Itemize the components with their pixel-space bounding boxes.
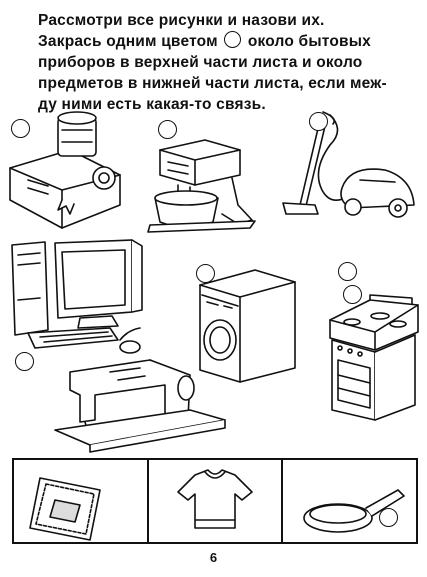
circle-symbol-icon (224, 31, 242, 48)
answer-circle-frying-pan[interactable] (379, 508, 398, 527)
sweater-icon (177, 469, 253, 529)
instruction-line-2: Закрась одним цветом около бытовых (38, 31, 408, 52)
instruction-line-1: Рассмотри все рисунки и назови их. (38, 12, 325, 29)
answer-circle-sewing-machine[interactable] (15, 352, 34, 371)
instruction-line-4: предметов в нижней части листа, если меж… (38, 75, 387, 92)
stove-icon (329, 294, 419, 421)
answer-circle-stove[interactable] (343, 285, 362, 304)
page-number: 6 (209, 550, 218, 565)
napkin-cell (14, 460, 149, 542)
sweater-cell (149, 460, 284, 542)
task-instructions: Рассмотри все рисунки и назови их. Закра… (38, 10, 408, 115)
answer-circle-vacuum-cleaner[interactable] (309, 112, 328, 131)
bottom-items-row (12, 458, 418, 544)
instruction-line-5: ду ними есть какая-то связь. (38, 96, 266, 113)
answer-circle-computer-side[interactable] (338, 262, 357, 281)
mixer-icon (147, 139, 256, 233)
meat-grinder-icon (9, 111, 121, 229)
instruction-line-2-start: Закрась одним цветом (38, 33, 218, 50)
napkin-icon (29, 477, 101, 541)
answer-circle-washing-machine[interactable] (196, 264, 215, 283)
answer-circle-meat-grinder[interactable] (11, 119, 30, 138)
washing-machine-icon (199, 269, 296, 383)
answer-circle-mixer[interactable] (158, 120, 177, 139)
instruction-line-2-end: около бытовых (247, 33, 371, 50)
frying-pan-icon (303, 489, 405, 533)
instruction-line-3: приборов в верхней части листа и около (38, 54, 363, 71)
computer-icon (11, 239, 143, 354)
vacuum-cleaner-icon (282, 111, 415, 218)
sewing-machine-icon (54, 359, 226, 453)
frying-pan-cell (283, 460, 416, 542)
